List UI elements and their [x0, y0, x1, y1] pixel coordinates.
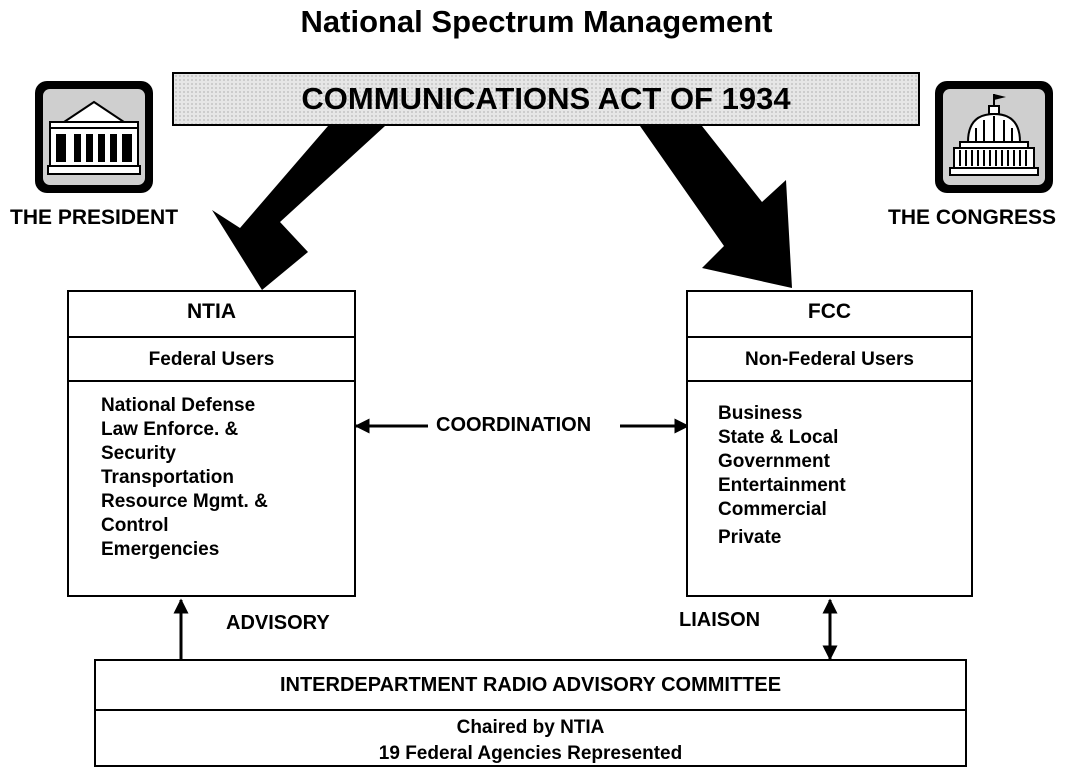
list-item: National Defense	[101, 395, 256, 416]
president-label: THE PRESIDENT	[10, 206, 179, 229]
irac-box: INTERDEPARTMENT RADIO ADVISORY COMMITTEE…	[94, 659, 967, 767]
advisory-label: ADVISORY	[226, 612, 330, 635]
list-item: Commercial	[718, 499, 827, 520]
fcc-box: FCC Non-Federal Users Business State & L…	[686, 290, 973, 597]
ntia-title: NTIA	[69, 292, 354, 338]
list-item: Law Enforce. &	[101, 419, 239, 440]
list-item: Emergencies	[101, 539, 220, 560]
capitol-icon	[935, 81, 1053, 193]
congress-label: THE CONGRESS	[888, 206, 1057, 229]
list-item: Control	[101, 515, 169, 536]
irac-title: INTERDEPARTMENT RADIO ADVISORY COMMITTEE	[96, 661, 965, 711]
ntia-users: Federal Users	[69, 338, 354, 382]
fcc-users: Non-Federal Users	[688, 338, 971, 382]
irac-agencies: 19 Federal Agencies Represented	[378, 743, 683, 764]
ntia-box: NTIA Federal Users National Defense Law …	[67, 290, 356, 597]
list-item: Private	[718, 527, 782, 548]
ntia-user-list: National Defense Law Enforce. & Security…	[69, 382, 354, 562]
list-item: Entertainment	[718, 475, 846, 496]
page-title: National Spectrum Management	[300, 4, 773, 39]
act-to-fcc-arrow	[640, 126, 792, 288]
fcc-user-list: Business State & Local Government Entert…	[688, 382, 971, 550]
irac-chair: Chaired by NTIA	[456, 717, 605, 738]
act-to-ntia-arrow	[212, 126, 385, 290]
list-item: Resource Mgmt. &	[101, 491, 268, 512]
fcc-title: FCC	[688, 292, 971, 338]
white-house-icon	[35, 81, 153, 193]
liaison-label: LIAISON	[679, 609, 761, 632]
coordination-label: COORDINATION	[436, 414, 592, 437]
communications-act-label: COMMUNICATIONS ACT OF 1934	[301, 81, 791, 116]
list-item: Business	[718, 403, 803, 424]
list-item: Government	[718, 451, 830, 472]
list-item: Transportation	[101, 467, 235, 488]
list-item: State & Local	[718, 427, 839, 448]
communications-act-banner: COMMUNICATIONS ACT OF 1934	[172, 72, 920, 126]
list-item: Security	[101, 443, 176, 464]
